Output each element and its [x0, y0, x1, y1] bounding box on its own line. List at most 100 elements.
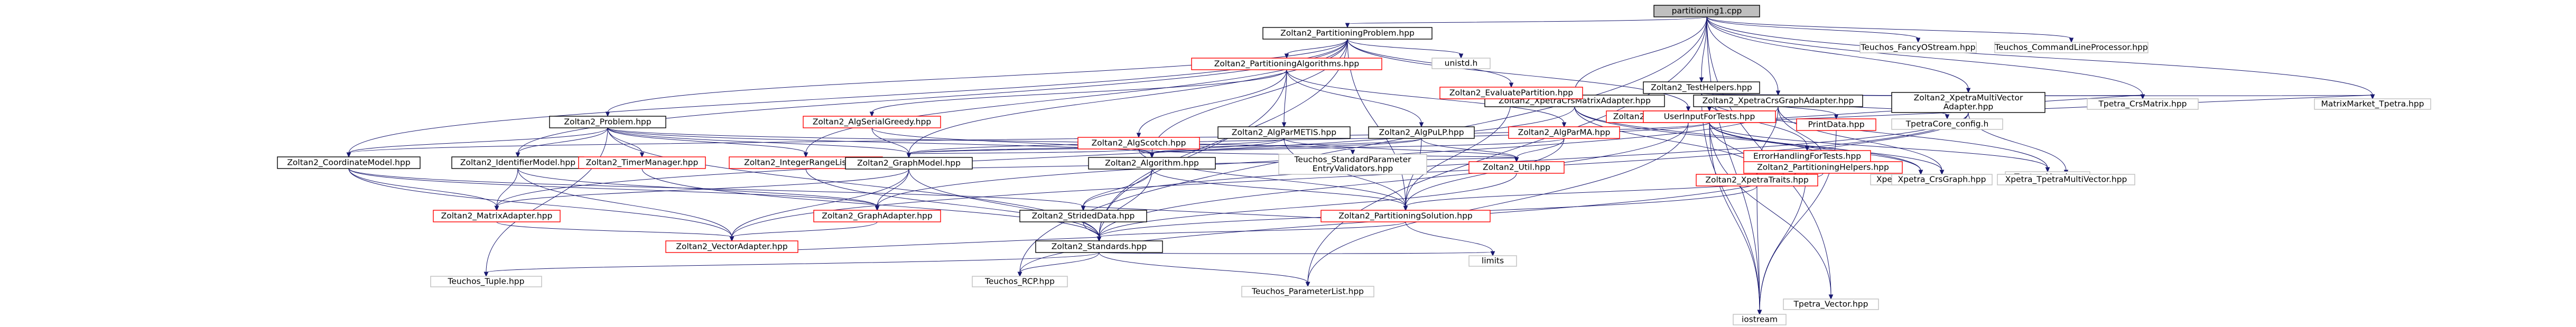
node-box [972, 276, 1068, 287]
node-cmdline: Teuchos_CommandLineProcessor.hpp [1994, 42, 2149, 53]
node-serial[interactable]: Zoltan2_AlgSerialGreedy.hpp [803, 116, 941, 128]
node-label: Adapter.hpp [1943, 102, 1994, 111]
node-iostream: iostream [1733, 314, 1787, 325]
edge-gm-to-std [908, 169, 1102, 242]
node-label: Zoltan2_VectorAdapter.hpp [676, 242, 787, 252]
node-label: Zoltan2_Algorithm.hpp [1105, 158, 1199, 169]
edge-xt-to-iostream [1756, 185, 1762, 315]
node-box [430, 276, 542, 287]
edge-root-to-pp [1345, 16, 1707, 29]
edge-root-to-fancy [1706, 16, 1921, 43]
node-cm[interactable]: Zoltan2_CoordinateModel.hpp [277, 156, 421, 169]
node-label: Teuchos_FancyOStream.hpp [1860, 43, 1975, 53]
node-pd[interactable]: PrintData.hpp [1796, 118, 1876, 131]
node-std[interactable]: Zoltan2_Standards.hpp [1035, 240, 1163, 253]
edge-pa-to-pulp [1286, 69, 1424, 128]
node-alg[interactable]: Zoltan2_Algorithm.hpp [1088, 157, 1216, 170]
edge-root-to-mm [1706, 16, 2375, 100]
node-label: EntryValidators.hpp [1313, 164, 1393, 173]
node-label: Teuchos_Tuple.hpp [448, 277, 525, 287]
node-label: Zoltan2_AlgParMETIS.hpp [1232, 128, 1336, 138]
node-root[interactable]: partitioning1.cpp [1653, 5, 1760, 17]
edge-uit-to-vec [1709, 122, 1834, 300]
edge-root-to-th [1699, 16, 1707, 83]
node-box [1191, 58, 1382, 70]
edge-pa-to-serial [869, 69, 1287, 117]
node-box [1077, 137, 1200, 150]
node-box [1241, 286, 1374, 297]
node-va[interactable]: Zoltan2_VectorAdapter.hpp [665, 240, 798, 253]
node-label: Zoltan2_IntegerRangeList.hpp [744, 158, 868, 168]
node-box [277, 156, 421, 169]
node-label: Zoltan2_XpetraMultiVector [1914, 93, 2023, 103]
edge-util-to-std [1096, 173, 1517, 242]
node-pp[interactable]: Zoltan2_PartitioningProblem.hpp [1262, 27, 1433, 40]
node-util[interactable]: Zoltan2_Util.hpp [1468, 161, 1565, 174]
node-label: UserInputForTests.hpp [1664, 112, 1755, 122]
node-ps[interactable]: Zoltan2_PartitioningSolution.hpp [1320, 210, 1491, 222]
node-uit[interactable]: UserInputForTests.hpp [1643, 110, 1776, 123]
edge-ma-to-va [496, 221, 734, 242]
node-box [1859, 42, 1977, 53]
node-ga[interactable]: Zoltan2_GraphAdapter.hpp [813, 210, 941, 222]
node-ma[interactable]: Zoltan2_MatrixAdapter.hpp [433, 210, 561, 222]
node-box [1468, 161, 1565, 174]
node-box [1997, 174, 2135, 185]
node-im[interactable]: Zoltan2_IdentifierModel.hpp [451, 156, 584, 169]
node-label: Zoltan2_AlgParMA.hpp [1518, 128, 1611, 138]
edge-ps-to-std [1096, 221, 1406, 242]
node-xt[interactable]: Zoltan2_XpetraTraits.hpp [1696, 174, 1818, 186]
node-eval[interactable]: Zoltan2_EvaluatePartition.hpp [1439, 87, 1583, 99]
node-box [1439, 87, 1583, 99]
node-box [1733, 314, 1787, 325]
node-box [1035, 240, 1163, 253]
node-box [1653, 5, 1760, 17]
node-box [1431, 58, 1491, 69]
edge-pp-to-prob [605, 39, 1348, 117]
node-box [1262, 27, 1433, 40]
edge-pp-to-mr [1347, 39, 1691, 112]
edge-std-to-rcp [1017, 252, 1100, 277]
node-label: PrintData.hpp [1808, 120, 1864, 129]
node-box [578, 156, 706, 169]
edge-pp-to-im [515, 39, 1348, 158]
node-box [1508, 126, 1620, 139]
edge-std-to-plist [1099, 252, 1310, 287]
node-parma[interactable]: Zoltan2_AlgParMA.hpp [1508, 126, 1620, 139]
edge-pp-to-eval [1347, 39, 1514, 88]
node-box [1891, 118, 2003, 130]
node-box [1994, 42, 2149, 53]
node-prob[interactable]: Zoltan2_Problem.hpp [549, 116, 666, 128]
node-ehft[interactable]: ErrorHandlingForTests.hpp [1743, 150, 1871, 163]
node-label: Zoltan2_CoordinateModel.hpp [287, 158, 410, 168]
node-cmv: Tpetra_CrsMatrix.hpp [2087, 98, 2199, 110]
node-xcg[interactable]: Zoltan2_XpetraCrsGraphAdapter.hpp [1693, 95, 1863, 107]
node-irl[interactable]: Zoltan2_IntegerRangeList.hpp [729, 156, 883, 169]
edge-pp-to-unistd [1347, 39, 1464, 59]
edge-root-to-xcg [1706, 16, 1781, 96]
edge-ga-to-va [729, 221, 878, 242]
edge-irl-to-std [805, 168, 1102, 242]
node-label: Zoltan2_Util.hpp [1483, 163, 1550, 173]
node-box [1217, 126, 1351, 139]
edge-std-to-tuple [483, 252, 1100, 277]
node-box [1278, 154, 1427, 175]
node-scotch[interactable]: Zoltan2_AlgScotch.hpp [1077, 137, 1200, 150]
node-pulp[interactable]: Zoltan2_AlgPuLP.hpp [1368, 126, 1475, 139]
edge-pa-to-scotch [1136, 69, 1287, 138]
node-parmetis[interactable]: Zoltan2_AlgParMETIS.hpp [1217, 126, 1351, 139]
node-pa[interactable]: Zoltan2_PartitioningAlgorithms.hpp [1191, 58, 1382, 70]
edge-root-to-cmv [1706, 16, 2145, 100]
node-ph[interactable]: Zoltan2_PartitioningHelpers.hpp [1743, 161, 1903, 174]
node-label: Tpetra_CrsMatrix.hpp [2098, 99, 2187, 109]
node-sd[interactable]: Zoltan2_StridedData.hpp [1019, 210, 1147, 222]
edge-root-to-cmdline [1706, 16, 2074, 43]
node-gm[interactable]: Zoltan2_GraphModel.hpp [845, 157, 973, 170]
edge-prob-to-tuple [483, 127, 608, 277]
node-label: Zoltan2_XpetraTraits.hpp [1705, 175, 1808, 185]
node-tcfg: TpetraCore_config.h [1891, 118, 2003, 130]
node-th[interactable]: Zoltan2_TestHelpers.hpp [1643, 81, 1760, 94]
node-tm[interactable]: Zoltan2_TimerManager.hpp [578, 156, 706, 169]
